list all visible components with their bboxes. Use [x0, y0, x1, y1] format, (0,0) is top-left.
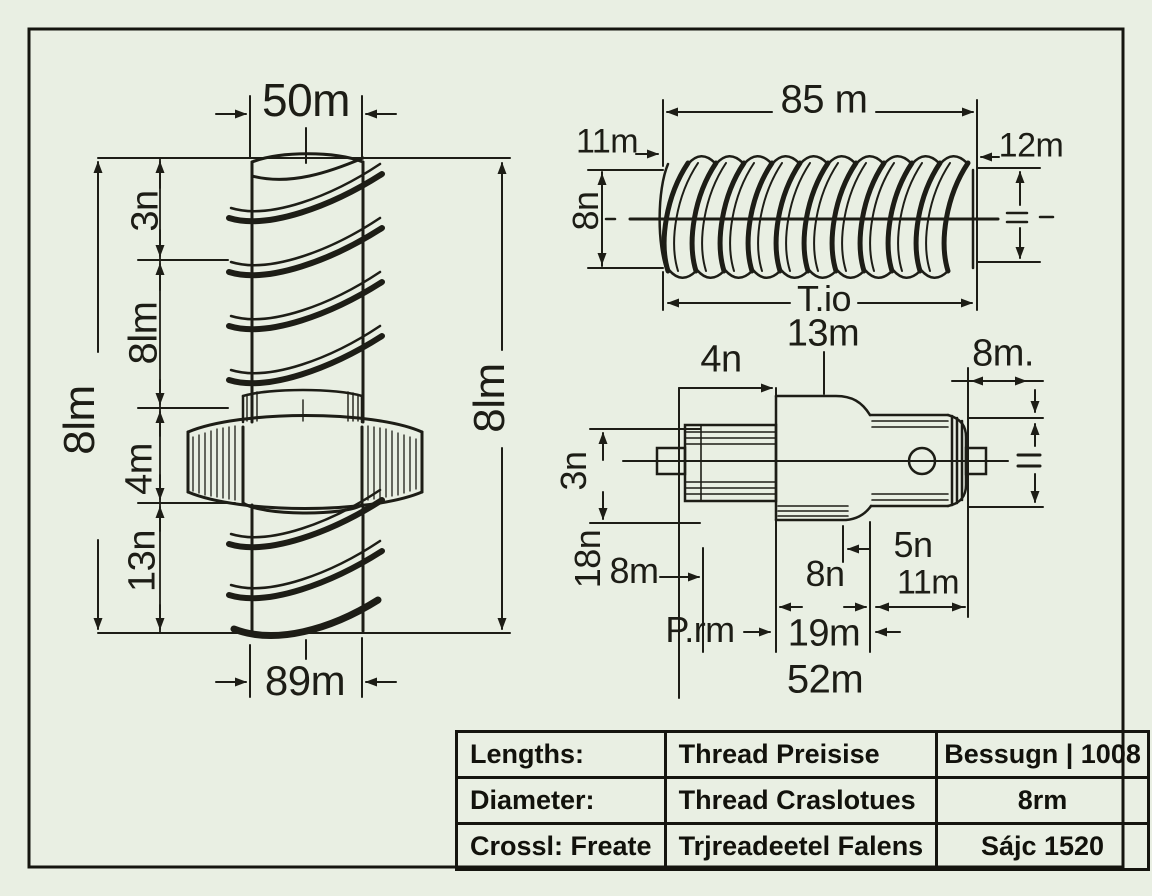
- screw-drawing: [587, 99, 1055, 311]
- screw-right-end-dim: 12m: [998, 126, 1064, 165]
- title-block-row: Lengths: Thread Preisise Bessugn | 1008: [455, 730, 1150, 779]
- stud-mid-length-dim: 8lm: [121, 301, 166, 365]
- title-block-cell-value: 8rm: [935, 776, 1150, 825]
- stud-lower-length-dim: 13n: [121, 530, 164, 592]
- title-block-cell-label: Diameter:: [455, 776, 667, 825]
- title-block-cell-value: Bessugn | 1008: [935, 730, 1150, 779]
- shaft-head-length-dim: 11m: [896, 563, 960, 602]
- shaft-left-diameter-dim: 18n: [567, 529, 608, 589]
- shaft-head-offset-dim: 8m.: [972, 332, 1034, 375]
- shaft-drawing: [589, 351, 1044, 699]
- screw-overall-length-dim: 85 m: [780, 77, 868, 122]
- title-block: Lengths: Thread Preisise Bessugn | 1008 …: [455, 730, 1150, 871]
- stud-top-width-dim: 50m: [262, 74, 350, 126]
- shaft-overall-length-dim: 52m: [786, 657, 864, 702]
- shaft-first-length-dim: 8m: [609, 550, 659, 591]
- title-block-cell-label: Crossl: Freate: [455, 822, 667, 871]
- title-block-cell-label: Lengths:: [455, 730, 667, 779]
- title-block-row: Diameter: Thread Craslotues 8rm: [455, 776, 1150, 825]
- screw-pitch-dim: 13m: [786, 312, 860, 355]
- stud-overall-right-dim: 8lm: [465, 363, 514, 433]
- shaft-third-length-dim: 19m: [787, 612, 861, 655]
- shaft-second-length-dim: P.rm: [665, 609, 735, 650]
- screw-left-end-dim: 11m: [575, 122, 639, 161]
- title-block-cell-value: Sájc 1520: [935, 822, 1150, 871]
- shaft-mid-length-dim: 8n: [805, 553, 845, 594]
- stud-nut-height-dim: 4m: [118, 443, 161, 495]
- stud-upper-length-dim: 3n: [124, 190, 167, 232]
- title-block-row: Crossl: Freate Trjreadeetel Falens Sájc …: [455, 822, 1150, 871]
- title-block-cell-description: Thread Preisise: [663, 730, 939, 779]
- stud-bottom-width-dim: 89m: [264, 657, 346, 704]
- screw-thread-length-dim: T.io: [796, 278, 852, 319]
- shaft-left-section-dim: 4n: [700, 338, 742, 381]
- stud-drawing: [93, 95, 511, 698]
- title-block-cell-description: Thread Craslotues: [663, 776, 939, 825]
- stud-overall-left-dim: 8lm: [55, 385, 104, 455]
- shaft-neck-length-dim: 5n: [893, 524, 933, 565]
- title-block-cell-description: Trjreadeetel Falens: [663, 822, 939, 871]
- screw-diameter-dim: 8n: [565, 191, 606, 231]
- shaft-shank-diameter-dim: 3n: [553, 451, 594, 491]
